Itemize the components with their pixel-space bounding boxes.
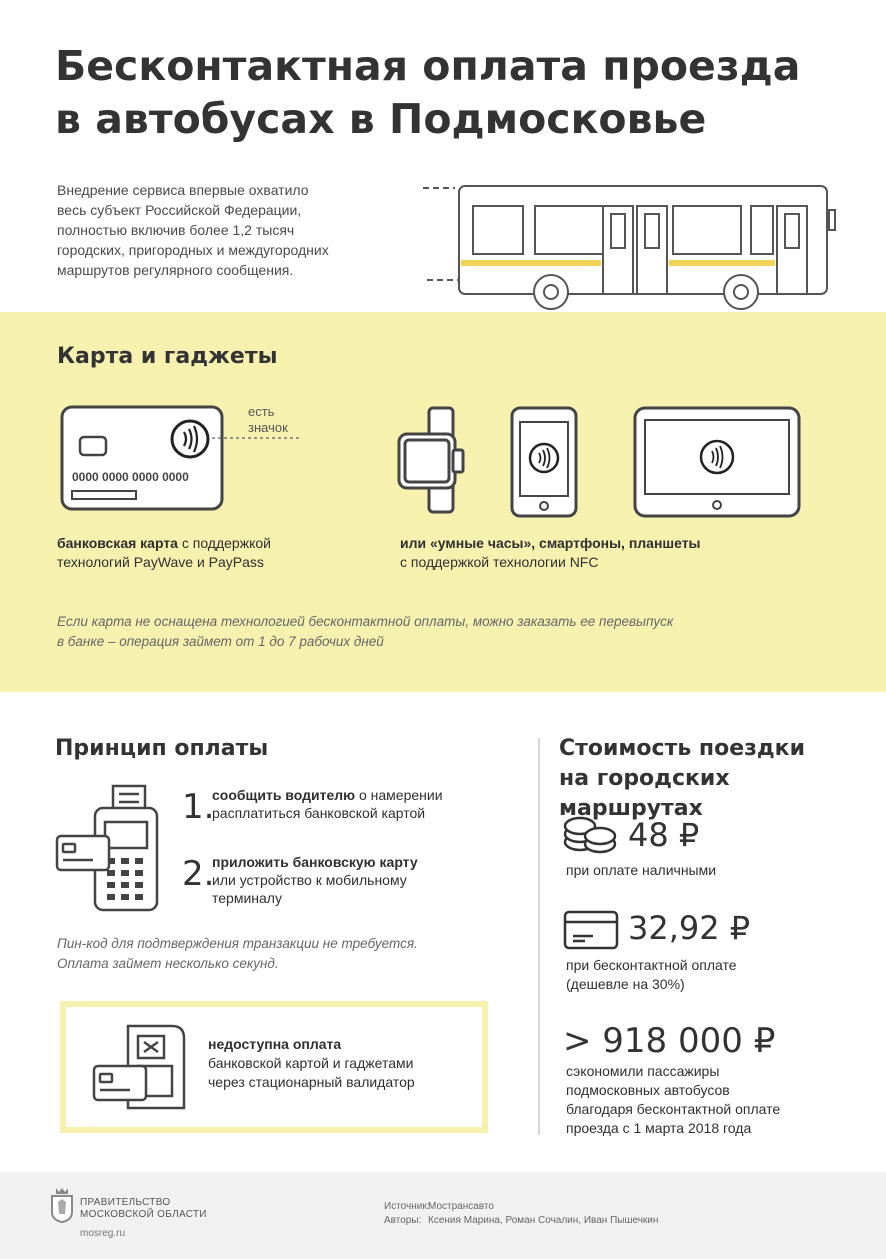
validator-warning-text: недоступна оплата банковской картой и га… — [208, 1035, 478, 1092]
intro-line: полностью включив более 1,2 тысяч — [57, 222, 295, 238]
contactless-label-line: (дешевле на 30%) — [566, 976, 685, 992]
moscow-region-emblem-icon — [51, 1188, 73, 1224]
intro-line: Внедрение сервиса впервые охватило — [57, 182, 309, 198]
badge-note-line: значок — [248, 420, 288, 435]
cash-price-value: 48 ₽ — [628, 816, 700, 854]
page-title: Бесконтактная оплата проезда в автобусах… — [55, 40, 855, 146]
card-caption-line2: технологий PayWave и PayPass — [57, 554, 264, 570]
badge-note-connector — [212, 437, 302, 439]
reissue-line: в банке – операция займет от 1 до 7 рабо… — [57, 634, 384, 649]
card-caption-rest: с поддержкой — [177, 535, 271, 551]
step-2-text: приложить банковскую карту или устройств… — [212, 853, 512, 907]
payment-principle-title: Принцип оплаты — [55, 736, 269, 761]
savings-label-line: подмосковных автобусов — [566, 1082, 730, 1098]
validator-warning-line: через стационарный валидатор — [208, 1074, 415, 1090]
trip-cost-title: Стоимость поездки на городских маршрутах — [559, 734, 879, 824]
intro-line: городских, пригородных и междугородних — [57, 242, 329, 258]
savings-label: сэкономили пассажиры подмосковных автобу… — [566, 1062, 856, 1138]
step-1-text: сообщить водителю о намерении расплатить… — [212, 786, 512, 822]
smartphone-icon — [510, 406, 578, 518]
card-reissue-note: Если карта не оснащена технологией беско… — [57, 612, 817, 652]
government-name-line: ПРАВИТЕЛЬСТВО — [80, 1197, 171, 1208]
bank-card-caption: банковская карта с поддержкой технологий… — [57, 534, 377, 572]
step-1-line2: расплатиться банковской картой — [212, 805, 426, 821]
cost-title-line: Стоимость поездки — [559, 736, 806, 761]
pin-note-line: Оплата займет несколько секунд. — [57, 956, 279, 971]
savings-label-line: проезда с 1 марта 2018 года — [566, 1120, 752, 1136]
bank-card-icon: 0000 0000 0000 0000 — [60, 405, 224, 511]
contactless-badge-note: есть значок — [248, 404, 288, 436]
government-name: ПРАВИТЕЛЬСТВО МОСКОВСКОЙ ОБЛАСТИ — [80, 1197, 207, 1221]
payment-terminal-icon — [55, 784, 159, 912]
savings-label-line: сэкономили пассажиры — [566, 1063, 720, 1079]
title-line-2: в автобусах в Подмосковье — [55, 95, 707, 143]
column-divider — [538, 738, 540, 1135]
contactless-label-line: при бесконтактной оплате — [566, 957, 737, 973]
cost-title-line: на городских маршрутах — [559, 766, 730, 821]
step-1-rest: о намерении — [355, 787, 443, 803]
intro-paragraph: Внедрение сервиса впервые охватило весь … — [57, 180, 402, 280]
tablet-icon — [633, 406, 801, 518]
source-credits: Источник:Мострансавто Авторы: Ксения Мари… — [384, 1200, 658, 1228]
pin-code-note: Пин-код для подтверждения транзакции не … — [57, 934, 497, 974]
pin-note-line: Пин-код для подтверждения транзакции не … — [57, 936, 418, 951]
government-name-line: МОСКОВСКОЙ ОБЛАСТИ — [80, 1209, 207, 1220]
intro-line: весь субъект Российской Федерации, — [57, 202, 302, 218]
gadgets-caption: или «умные часы», смартфоны, планшеты с … — [400, 534, 820, 572]
cash-price-label: при оплате наличными — [566, 862, 717, 878]
step-2-line3: терминалу — [212, 890, 282, 906]
card-caption-bold: банковская карта — [57, 535, 178, 551]
reissue-line: Если карта не оснащена технологией беско… — [57, 614, 674, 629]
smart-watch-icon — [397, 406, 465, 514]
authors-label: Авторы: — [384, 1215, 422, 1226]
gadget-caption-bold: или «умные часы», смартфоны, планшеты — [400, 535, 701, 551]
authors-value: Ксения Марина, Роман Сочалин, Иван Пышеч… — [428, 1215, 659, 1226]
step-1-number: 1. — [182, 787, 215, 827]
step-1-bold: сообщить водителю — [212, 787, 356, 803]
validator-warning-line: банковской картой и гаджетами — [208, 1055, 414, 1071]
website-link[interactable]: mosreg.ru — [80, 1228, 126, 1239]
step-2-line2: или устройство к мобильному — [212, 872, 407, 888]
badge-note-line: есть — [248, 404, 275, 419]
validator-icon — [92, 1024, 186, 1110]
source-value: Мострансавто — [428, 1201, 494, 1212]
contactless-price-value: 32,92 ₽ — [628, 909, 751, 947]
savings-value: > 918 000 ₽ — [563, 1021, 776, 1061]
step-2-number: 2. — [182, 854, 215, 894]
cards-section-title: Карта и гаджеты — [57, 344, 278, 369]
gadget-caption-line2: с поддержкой технологии NFC — [400, 554, 599, 570]
intro-line: маршрутов регулярного сообщения. — [57, 262, 294, 278]
validator-warning-bold: недоступна оплата — [208, 1036, 342, 1052]
source-label: Источник: — [384, 1201, 430, 1212]
footer — [0, 1172, 886, 1259]
card-payment-icon — [563, 910, 619, 950]
step-2-bold: приложить банковскую карту — [212, 854, 418, 870]
title-line-1: Бесконтактная оплата проезда — [55, 42, 801, 90]
contactless-price-label: при бесконтактной оплате (дешевле на 30%… — [566, 956, 826, 994]
savings-label-line: благодаря бесконтактной оплате — [566, 1101, 781, 1117]
coins-icon — [563, 816, 617, 854]
bus-illustration — [423, 185, 836, 310]
card-number-text: 0000 0000 0000 0000 — [72, 470, 189, 484]
